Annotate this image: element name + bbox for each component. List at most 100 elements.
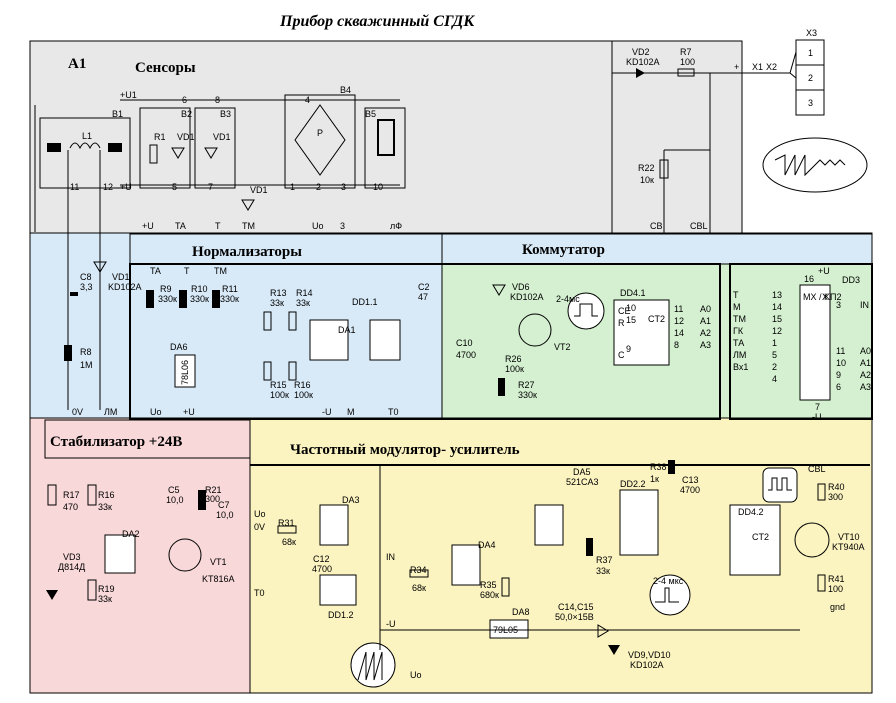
vt1-value: KT816A — [202, 574, 235, 584]
svg-text:13: 13 — [772, 290, 782, 300]
dd3-frame — [729, 263, 873, 420]
block-normalizers-title: Нормализаторы — [192, 244, 302, 260]
dd3-pin-6: 6 — [836, 382, 841, 392]
dd41-pin-12: 12 — [674, 316, 684, 326]
r41-value: 100 — [828, 584, 843, 594]
dd41-pin-11: 11 — [674, 304, 683, 314]
dd3-a3: A3 — [860, 382, 871, 392]
mod-net-t0: T0 — [254, 588, 265, 598]
svg-text:ГК: ГК — [733, 326, 744, 336]
x3-pin-2: 2 — [808, 73, 813, 83]
diode-vd2-type: KD102A — [626, 57, 660, 67]
r40-value: 300 — [828, 492, 843, 502]
sensor-b3-out: 7 — [208, 182, 213, 192]
r14-ref: R14 — [296, 288, 313, 298]
c5-ref: C5 — [168, 485, 180, 495]
sensor-b5-out: 10 — [373, 182, 383, 192]
counter-dd42 — [729, 504, 781, 576]
block-a1-title: Сенсоры — [135, 60, 196, 76]
sensor-b3-pin: 8 — [215, 95, 220, 105]
r21-ref: R21 — [205, 485, 222, 495]
dd41-pin-9: 9 — [626, 344, 631, 354]
r19-value: 33к — [98, 594, 112, 604]
net-minus-u: -U — [322, 407, 332, 417]
pulse-icon — [574, 303, 598, 317]
net-ta: TA — [150, 266, 161, 276]
c13-ref: C13 — [682, 475, 699, 485]
svg-text:4: 4 — [772, 374, 777, 384]
r21-value: 300 — [205, 494, 220, 504]
modulator-pulse-label: 2-4 мкс — [653, 576, 684, 586]
normalizers-header — [129, 233, 443, 265]
transistor-vt2 — [518, 313, 552, 347]
mod-net-gnd: gnd — [830, 602, 845, 612]
r9-ref: R9 — [160, 284, 172, 294]
comparator-da5 — [534, 504, 564, 546]
r35-ref: R35 — [480, 580, 497, 590]
sensor-b1-ref: B1 — [112, 109, 123, 119]
r16-stab-ref: R16 — [98, 490, 115, 500]
c8-value: 3,3 — [80, 282, 93, 292]
sensor-b4-pin: 4 — [305, 95, 310, 105]
sawtooth-bubble — [350, 642, 396, 688]
block-a1-ref: A1 — [68, 56, 86, 72]
pulse-bubble-modulator — [649, 574, 691, 616]
r11-value: 330к — [220, 294, 239, 304]
b1-pin-12: 12 — [103, 182, 113, 192]
connector-x3 — [795, 39, 825, 116]
plus-sign: + — [734, 62, 739, 72]
dd41-out-a2: A2 — [700, 328, 711, 338]
dd11-ref: DD1.1 — [352, 297, 378, 307]
vt10-ref: VT10 — [838, 532, 860, 542]
r34-ref: R34 — [410, 565, 427, 575]
dd3-pin-3: 3 — [836, 300, 841, 310]
dd3-pin-9: 9 — [836, 370, 841, 380]
mod-net-0v: 0V — [254, 522, 265, 532]
vd6-ref: VD6 — [512, 282, 530, 292]
bus-label-cbl: CBL — [690, 221, 708, 231]
magnet-left-icon — [47, 143, 61, 152]
dd41-c: C — [618, 350, 625, 360]
counter-dd41 — [613, 299, 670, 366]
c7-value: 10,0 — [216, 510, 234, 520]
da6-ref: DA6 — [170, 342, 188, 352]
resistor-r1-ref: R1 — [154, 132, 166, 142]
connector-x1: X1 — [752, 62, 763, 72]
r14-value: 33к — [296, 298, 310, 308]
dd42-ref: DD4.2 — [738, 507, 764, 517]
svg-text:ТА: ТА — [733, 338, 744, 348]
normalizers-commutator-frame — [129, 263, 721, 420]
r40-ref: R40 — [828, 482, 845, 492]
bus-label-t: T — [215, 221, 221, 231]
commutator-pulse-label: 2-4мс — [556, 294, 580, 304]
dd3-pin-10: 10 — [836, 358, 846, 368]
vt10-value: KT940A — [832, 542, 865, 552]
vd9-vd10-value: KD102A — [630, 660, 664, 670]
dd41-out-a1: A1 — [700, 316, 711, 326]
opamp-da2 — [104, 534, 136, 574]
bus-label-ta: TA — [175, 221, 186, 231]
svg-text:14: 14 — [772, 302, 782, 312]
net-0v: 0V — [72, 407, 83, 417]
opamp-da4 — [451, 544, 481, 586]
c8-ref: C8 — [80, 272, 92, 282]
net-uo: Uo — [150, 407, 162, 417]
mux-dd3 — [799, 284, 831, 401]
dd3-pin-16: 16 — [804, 274, 814, 284]
dd3-x: X — [822, 292, 828, 302]
vd1-norm-ref: VD1 — [112, 272, 130, 282]
r37-value: 33к — [596, 566, 610, 576]
svg-text:Вх1: Вх1 — [733, 362, 748, 372]
bus-label-uo: Uo — [312, 221, 324, 231]
resistor-r1 — [149, 144, 158, 164]
c2-value: 47 — [418, 292, 428, 302]
diode-vd1-b2-ref: VD1 — [177, 132, 195, 142]
mod-net-cbl: CBL — [808, 464, 826, 474]
svg-text:TM: TM — [733, 314, 746, 324]
resistor-r7 — [677, 68, 695, 77]
dd41-out-a0: A0 — [700, 304, 711, 314]
r17-value: 470 — [63, 502, 78, 512]
rail-label-u1: +U1 — [120, 90, 137, 100]
